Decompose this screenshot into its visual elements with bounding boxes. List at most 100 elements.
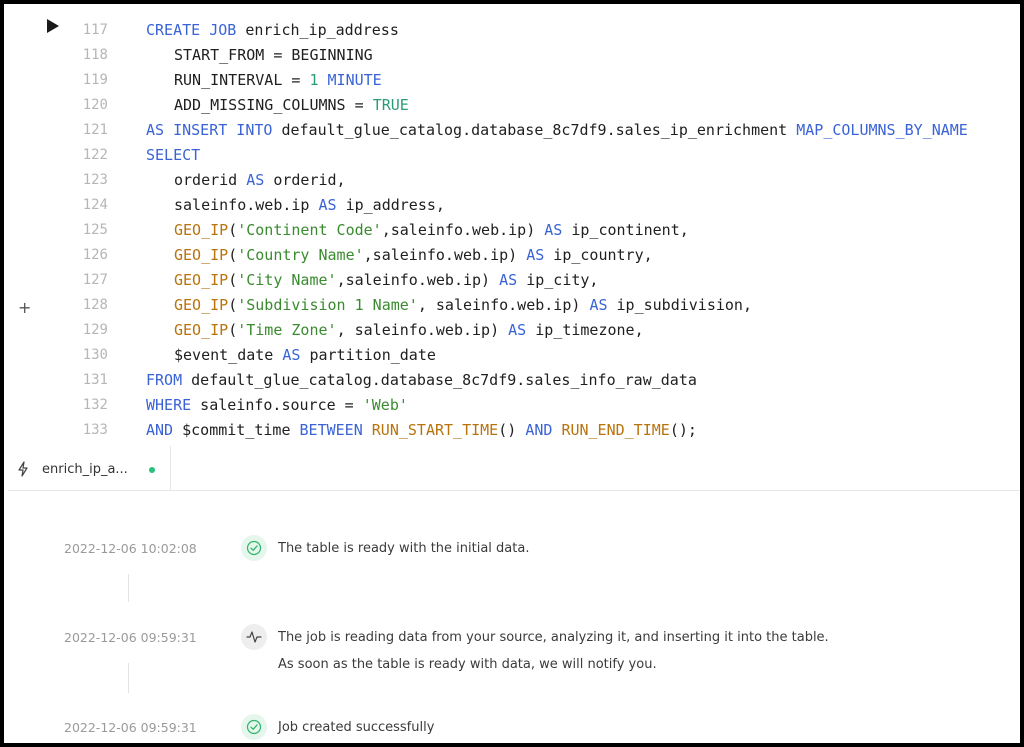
code-token: GEO_IP — [174, 246, 229, 264]
code-token: ( — [228, 321, 238, 339]
code-token: 'Country Name' — [237, 246, 364, 264]
plus-icon[interactable]: + — [18, 298, 32, 317]
code-token: AS — [282, 346, 301, 364]
code-line[interactable]: 117 CREATE JOB enrich_ip_address — [8, 18, 1020, 43]
code-text: AND $commit_time BETWEEN RUN_START_TIME(… — [146, 418, 697, 442]
code-token: default_glue_catalog.database_8c7df9.sal… — [182, 371, 697, 389]
code-token: AS — [508, 321, 527, 339]
timeline-connector — [128, 663, 129, 693]
code-text: START_FROM = BEGINNING — [174, 43, 373, 68]
code-token: 'City Name' — [237, 271, 337, 289]
code-line[interactable]: 126 GEO_IP('Country Name',saleinfo.web.ip… — [8, 243, 1020, 268]
code-token — [319, 71, 328, 89]
code-token: AS — [544, 221, 563, 239]
code-token: , saleinfo.web.ip) — [336, 321, 509, 339]
code-token: ip_timezone, — [526, 321, 644, 339]
line-number: 124 — [82, 197, 108, 213]
code-token: ADD_MISSING_COLUMNS = — [174, 96, 373, 114]
code-text: GEO_IP('Country Name',saleinfo.web.ip) A… — [174, 243, 653, 268]
code-token: GEO_IP — [174, 321, 229, 339]
line-number: 127 — [82, 272, 108, 288]
code-token: (); — [669, 421, 697, 439]
tab-label: enrich_ip_a... — [42, 462, 128, 477]
line-number: 126 — [82, 247, 108, 263]
code-token: AND — [146, 421, 174, 439]
code-line[interactable]: 125 GEO_IP('Continent Code',saleinfo.web.… — [8, 218, 1020, 243]
code-token: CREATE JOB — [146, 21, 246, 39]
line-number: 129 — [82, 322, 108, 338]
line-number: 117 — [82, 22, 108, 38]
code-text: CREATE JOB enrich_ip_address — [146, 18, 399, 43]
line-number: 121 — [82, 122, 108, 138]
code-text: RUN_INTERVAL = 1 MINUTE — [174, 68, 382, 93]
bolt-icon — [18, 461, 28, 477]
code-token: partition_date — [300, 346, 436, 364]
job-tab-bar: enrich_ip_a... — [8, 444, 1020, 491]
code-token: ip_address, — [336, 196, 445, 214]
code-token: orderid — [174, 171, 247, 189]
code-token: RUN_START_TIME — [371, 421, 499, 439]
code-token: ip_country, — [544, 246, 653, 264]
code-token: $event_date — [174, 346, 283, 364]
code-token: ,saleinfo.web.ip) — [363, 246, 527, 264]
code-token: 1 — [309, 71, 319, 89]
code-token: AS — [318, 196, 337, 214]
event-message: The table is ready with the initial data… — [278, 541, 530, 556]
code-token: $commit_time — [173, 421, 300, 439]
check-circle-icon — [241, 714, 267, 740]
code-token: , saleinfo.web.ip) — [417, 296, 590, 314]
event-timestamp: 2022-12-06 09:59:31 — [64, 720, 197, 735]
code-token: GEO_IP — [174, 271, 229, 289]
code-token: ,saleinfo.web.ip) — [381, 221, 545, 239]
event-message: The job is reading data from your source… — [278, 630, 829, 645]
code-token: SELECT — [146, 146, 201, 164]
code-text: GEO_IP('Continent Code',saleinfo.web.ip)… — [174, 218, 689, 243]
code-text: AS INSERT INTO default_glue_catalog.data… — [146, 118, 968, 143]
event-timestamp: 2022-12-06 09:59:31 — [64, 630, 197, 645]
code-text: saleinfo.web.ip AS ip_address, — [174, 193, 445, 218]
tab-enrich-ip-address[interactable]: enrich_ip_a... — [8, 446, 171, 490]
code-line[interactable]: 124 saleinfo.web.ip AS ip_address, — [8, 193, 1020, 218]
code-token: WHERE — [146, 396, 192, 414]
code-token: AS — [246, 171, 265, 189]
event-timestamp: 2022-12-06 10:02:08 — [64, 541, 197, 556]
code-line[interactable]: 121 AS INSERT INTO default_glue_catalog.d… — [8, 118, 1020, 143]
job-event-timeline: 2022-12-06 10:02:08 The table is ready w… — [8, 491, 1020, 743]
code-token: 'Time Zone' — [237, 321, 337, 339]
code-token: AS INSERT INTO — [146, 121, 282, 139]
code-token: 'Subdivision 1 Name' — [237, 296, 418, 314]
code-token: ( — [228, 296, 238, 314]
code-token: ( — [228, 221, 238, 239]
line-number: 128 — [82, 297, 108, 313]
code-token: AND — [525, 421, 562, 439]
code-token: MAP_COLUMNS_BY_NAME — [796, 121, 968, 139]
code-line[interactable]: 130 $event_date AS partition_date — [8, 343, 1020, 368]
code-token: ,saleinfo.web.ip) — [336, 271, 500, 289]
code-token: orderid, — [264, 171, 346, 189]
code-text: FROM default_glue_catalog.database_8c7df… — [146, 368, 697, 393]
code-token: enrich_ip_address — [245, 21, 399, 39]
code-text: SELECT — [146, 143, 200, 168]
code-token: ip_continent, — [562, 221, 689, 239]
code-token: ip_subdivision, — [607, 296, 752, 314]
code-token: ( — [228, 246, 238, 264]
line-number: 125 — [82, 222, 108, 238]
line-number: 132 — [82, 397, 108, 413]
code-token: () — [498, 421, 526, 439]
line-number: 130 — [82, 347, 108, 363]
line-number: 120 — [82, 97, 108, 113]
run-icon[interactable] — [47, 19, 59, 33]
